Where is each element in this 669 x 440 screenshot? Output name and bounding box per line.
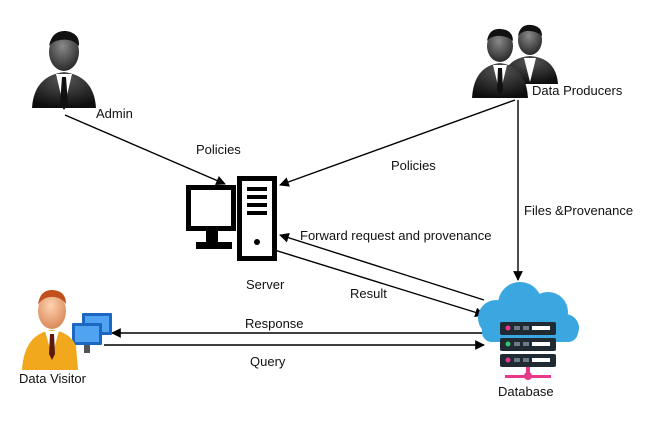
server-label: Server (246, 277, 285, 292)
database-icon (478, 282, 579, 380)
query-label: Query (250, 354, 286, 369)
labels: Admin Data Producers Policies Policies F… (19, 83, 633, 399)
files-provenance-label: Files &Provenance (524, 203, 633, 218)
admin-label: Admin (96, 106, 133, 121)
edge-producers-server (279, 99, 516, 187)
data-visitor-label: Data Visitor (19, 371, 87, 386)
forward-request-label: Forward request and provenance (300, 228, 492, 243)
data-producers-label: Data Producers (532, 83, 623, 98)
admin-policies-label: Policies (196, 142, 241, 157)
database-label: Database (498, 384, 554, 399)
edge-admin-server (64, 114, 226, 186)
data-visitor-icon (22, 289, 112, 370)
edge-server-database-result (267, 247, 485, 318)
producer-policies-label: Policies (391, 158, 436, 173)
data-producers-icon (472, 24, 558, 98)
server-icon (186, 176, 277, 261)
admin-icon (32, 30, 96, 110)
edges (64, 99, 523, 350)
edge-database-server-forward (279, 233, 485, 301)
response-label: Response (245, 316, 304, 331)
result-label: Result (350, 286, 387, 301)
